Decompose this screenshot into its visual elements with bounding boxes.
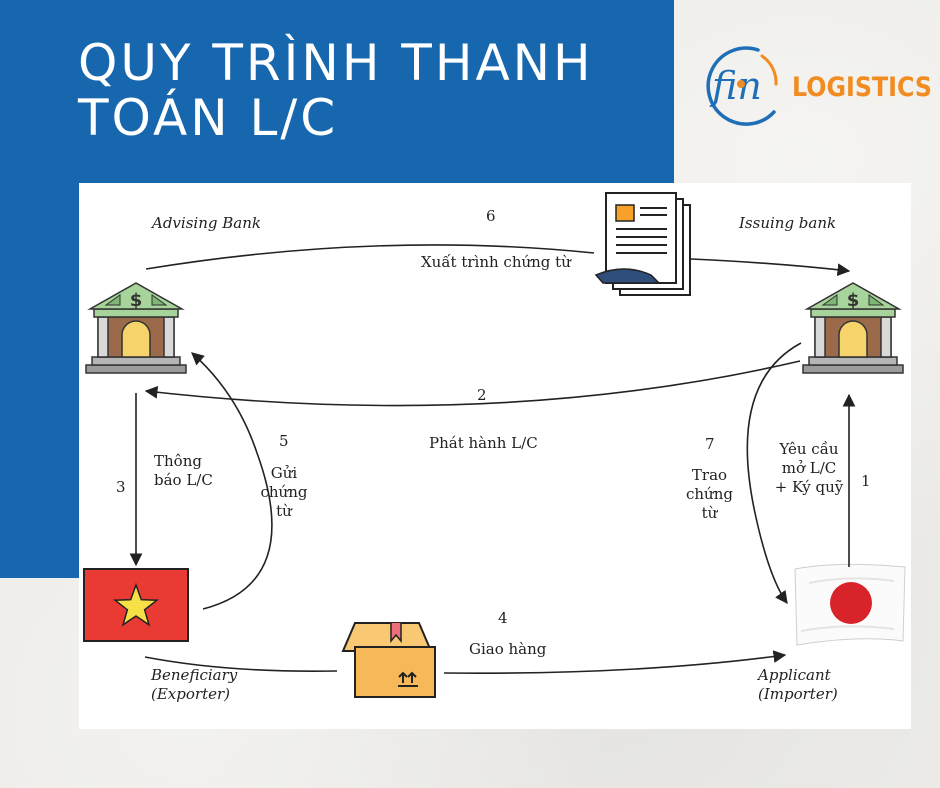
documents-icon xyxy=(594,192,691,296)
step-1-number: 1 xyxy=(861,472,871,490)
step-7-label: Trao chứng từ xyxy=(686,466,733,522)
issuing-bank-label: Issuing bank xyxy=(739,214,837,232)
title-line-2: TOÁN L/C xyxy=(78,89,339,147)
japan-flag-icon xyxy=(794,563,906,646)
step-2-label: Phát hành L/C xyxy=(429,434,538,452)
logo-ring xyxy=(706,46,776,126)
advising-bank-icon xyxy=(85,282,187,374)
step-1-label: Yêu cầu mở L/C + Ký quỹ xyxy=(774,440,844,496)
lc-flow-diagram: $ xyxy=(83,192,906,698)
arrow-step-4 xyxy=(144,655,785,674)
logo-mark: fin xyxy=(709,64,762,108)
cargo-box-icon xyxy=(341,622,436,698)
step-6-label: Xuất trình chứng từ xyxy=(421,253,571,271)
step-5-number: 5 xyxy=(279,432,289,450)
arrow-step-7 xyxy=(746,342,802,605)
diagram-card: $ xyxy=(79,183,911,729)
arrow-step-6 xyxy=(145,244,849,271)
step-2-number: 2 xyxy=(477,386,487,404)
issuing-bank-icon xyxy=(802,282,904,374)
logo-text: LOGISTICS xyxy=(792,72,932,103)
advising-bank-label: Advising Bank xyxy=(152,214,261,232)
beneficiary-label: Beneficiary (Exporter) xyxy=(151,666,238,703)
step-3-number: 3 xyxy=(116,478,126,496)
title-line-1: QUY TRÌNH THANH xyxy=(78,34,594,92)
fin-logistics-logo: fin xyxy=(706,46,778,126)
page-title: QUY TRÌNH THANH TOÁN L/C xyxy=(78,36,594,146)
logo-arc xyxy=(760,54,778,86)
step-7-number: 7 xyxy=(705,435,715,453)
arrow-step-5 xyxy=(191,352,273,610)
applicant-label: Applicant (Importer) xyxy=(758,666,838,703)
vietnam-flag-icon xyxy=(83,568,189,642)
step-3-label: Thông báo L/C xyxy=(154,452,213,489)
logo-dot xyxy=(737,80,745,88)
step-4-number: 4 xyxy=(498,609,508,627)
step-6-number: 6 xyxy=(486,207,496,225)
arrow-step-2 xyxy=(144,360,801,407)
step-5-label: Gửi chứng từ xyxy=(260,464,308,520)
step-4-label: Giao hàng xyxy=(469,640,547,658)
